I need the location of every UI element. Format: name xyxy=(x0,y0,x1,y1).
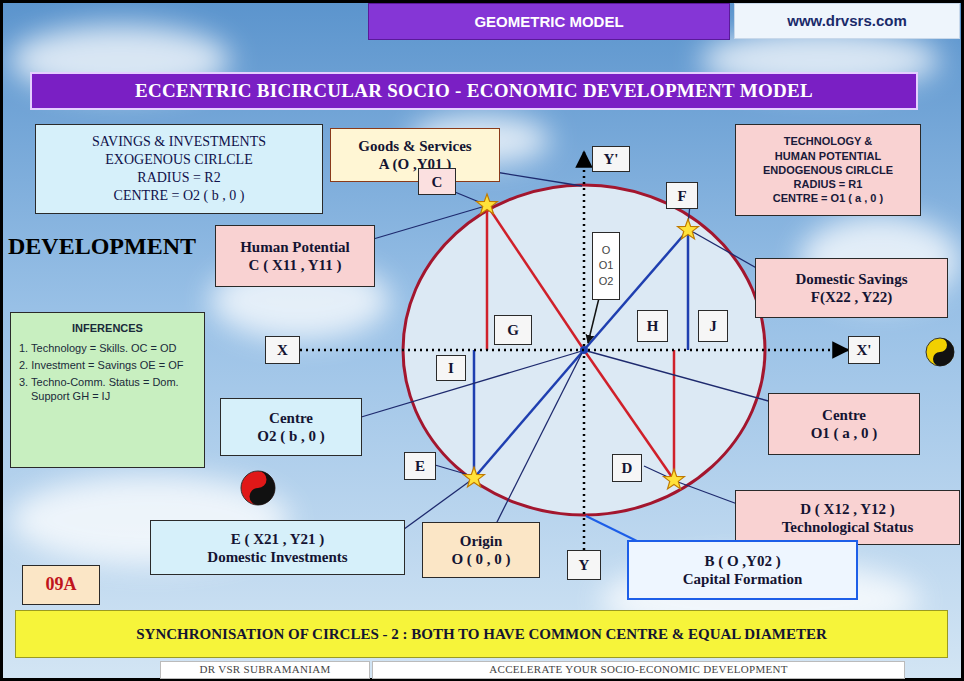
node-text: A (O ,Y01 ) xyxy=(337,155,493,173)
overlay-title: DEVELOPMENT xyxy=(8,233,196,260)
segment-label: H xyxy=(637,310,668,342)
footer-box: DR VSR SUBRAMANIAM xyxy=(160,661,370,679)
segment-label: J xyxy=(698,310,728,342)
callout-box: Goods & ServicesA (O ,Y01 ) xyxy=(330,128,500,182)
node-text: CENTRE = O1 ( a , 0 ) xyxy=(742,191,914,205)
node-text: 1. Technology = Skills. OC = OD xyxy=(19,341,196,356)
node-text: ACCELERATE YOUR SOCIO-ECONOMIC DEVELOPME… xyxy=(377,663,900,676)
node-text: RADIUS = R2 xyxy=(42,169,316,187)
callout-box: Human PotentialC ( X11 , Y11 ) xyxy=(215,225,375,287)
node-text: SYNCHRONISATION OF CIRCLES - 2 : BOTH TO… xyxy=(116,624,847,644)
point-label: C xyxy=(418,168,456,195)
callout-box: E ( X21 , Y21 )Domestic Investments xyxy=(150,520,405,575)
node-text: D xyxy=(615,459,639,477)
axis-label: X xyxy=(265,336,300,364)
node-text: C xyxy=(421,173,453,191)
node-text: Goods & Services xyxy=(337,137,493,155)
node-text: 09A xyxy=(29,574,93,596)
title-band: ECCENTRIC BICIRCULAR SOCIO - ECONOMIC DE… xyxy=(30,72,918,110)
header-box: GEOMETRIC MODEL xyxy=(368,3,730,40)
node-text: X xyxy=(268,341,297,359)
node-text: Capital Formation xyxy=(635,570,850,588)
node-text: E xyxy=(407,457,433,475)
node-text: O1 ( a , 0 ) xyxy=(775,424,913,442)
node-text: Y' xyxy=(595,150,627,168)
node-text: E ( X21 , Y21 ) xyxy=(157,530,398,548)
callout-box: CentreO1 ( a , 0 ) xyxy=(768,393,920,455)
node-text: Origin xyxy=(429,532,533,550)
node-text: INFERENCES xyxy=(19,321,196,336)
callout-box: CentreO2 ( b , 0 ) xyxy=(220,398,362,456)
node-text: O2 ( b , 0 ) xyxy=(227,427,355,445)
point-label: E xyxy=(404,452,436,480)
node-text: DR VSR SUBRAMANIAM xyxy=(165,663,365,676)
node-text: Y xyxy=(570,556,598,574)
axis-label: X' xyxy=(848,336,880,364)
node-text: H xyxy=(640,317,665,335)
axis-connector xyxy=(300,349,848,352)
node-text: ECCENTRIC BICIRCULAR SOCIO - ECONOMIC DE… xyxy=(38,80,910,103)
node-text: HUMAN POTENTIAL xyxy=(742,149,914,163)
point-stars xyxy=(464,194,699,489)
info-box: SAVINGS & INVESTMENTSEXOGENOUS CIRLCLERA… xyxy=(35,124,323,214)
info-box: TECHNOLOGY &HUMAN POTENTIALENDOGENOUS CI… xyxy=(735,124,921,216)
node-text: Domestic Investments xyxy=(157,548,398,566)
footer-box: ACCELERATE YOUR SOCIO-ECONOMIC DEVELOPME… xyxy=(372,661,905,679)
callout-box: D ( X12 , Y12 )Technological Status xyxy=(735,490,960,545)
page-number: 09A xyxy=(22,565,100,605)
node-text: SAVINGS & INVESTMENTS xyxy=(42,133,316,151)
node-text: 3. Techno-Comm. Status = Dom. Support GH… xyxy=(19,375,196,405)
node-text: C ( X11 , Y11 ) xyxy=(222,256,368,274)
node-text: D ( X12 , Y12 ) xyxy=(742,500,953,518)
node-text: Domestic Savings xyxy=(762,270,941,288)
node-text: O ( 0 , 0 ) xyxy=(429,550,533,568)
node-text: O O1 O2 xyxy=(594,243,618,289)
node-text: Technological Status xyxy=(742,518,953,536)
red-lines xyxy=(487,205,674,480)
node-text: Human Potential xyxy=(222,238,368,256)
node-text: RADIUS = R1 xyxy=(742,177,914,191)
callout-box: B ( O ,Y02 )Capital Formation xyxy=(627,540,858,600)
node-text: EXOGENOUS CIRLCLE xyxy=(42,151,316,169)
node-text: 2. Investment = Savings OE = OF xyxy=(19,358,196,373)
node-text: J xyxy=(701,317,725,335)
node-text: F(X22 , Y22) xyxy=(762,288,941,306)
node-text: G xyxy=(497,321,529,339)
axis-label: Y xyxy=(567,550,601,580)
node-text: Centre xyxy=(775,406,913,424)
centre-pointer xyxy=(588,298,599,343)
node-text: ENDOGENOUS CIRLCLE xyxy=(742,163,914,177)
point-label: F xyxy=(666,182,698,209)
node-text: F xyxy=(669,187,695,205)
point-label: D xyxy=(612,454,642,482)
callout-box: Domestic SavingsF(X22 , Y22) xyxy=(755,258,948,318)
node-text: www.drvsrs.com xyxy=(741,12,953,30)
callout-box: OriginO ( 0 , 0 ) xyxy=(422,522,540,578)
clouds xyxy=(10,25,960,640)
leader-lines xyxy=(358,172,772,545)
url-box: www.drvsrs.com xyxy=(734,3,960,39)
node-text: B ( O ,Y02 ) xyxy=(635,552,850,570)
caption-band: SYNCHRONISATION OF CIRCLES - 2 : BOTH TO… xyxy=(15,610,948,658)
inference-box: INFERENCES 1. Technology = Skills. OC = O… xyxy=(10,312,205,468)
node-text: CENTRE = O2 ( b , 0 ) xyxy=(42,187,316,205)
segment-label: G xyxy=(494,315,532,345)
node-text: I xyxy=(439,359,463,377)
node-text: TECHNOLOGY & xyxy=(742,134,914,148)
node-text: Centre xyxy=(227,409,355,427)
node-text: GEOMETRIC MODEL xyxy=(375,13,723,31)
segment-label: I xyxy=(436,355,466,381)
node-text: X' xyxy=(851,341,877,359)
axis-label: Y' xyxy=(592,146,630,172)
axis-label: O O1 O2 xyxy=(592,232,620,300)
